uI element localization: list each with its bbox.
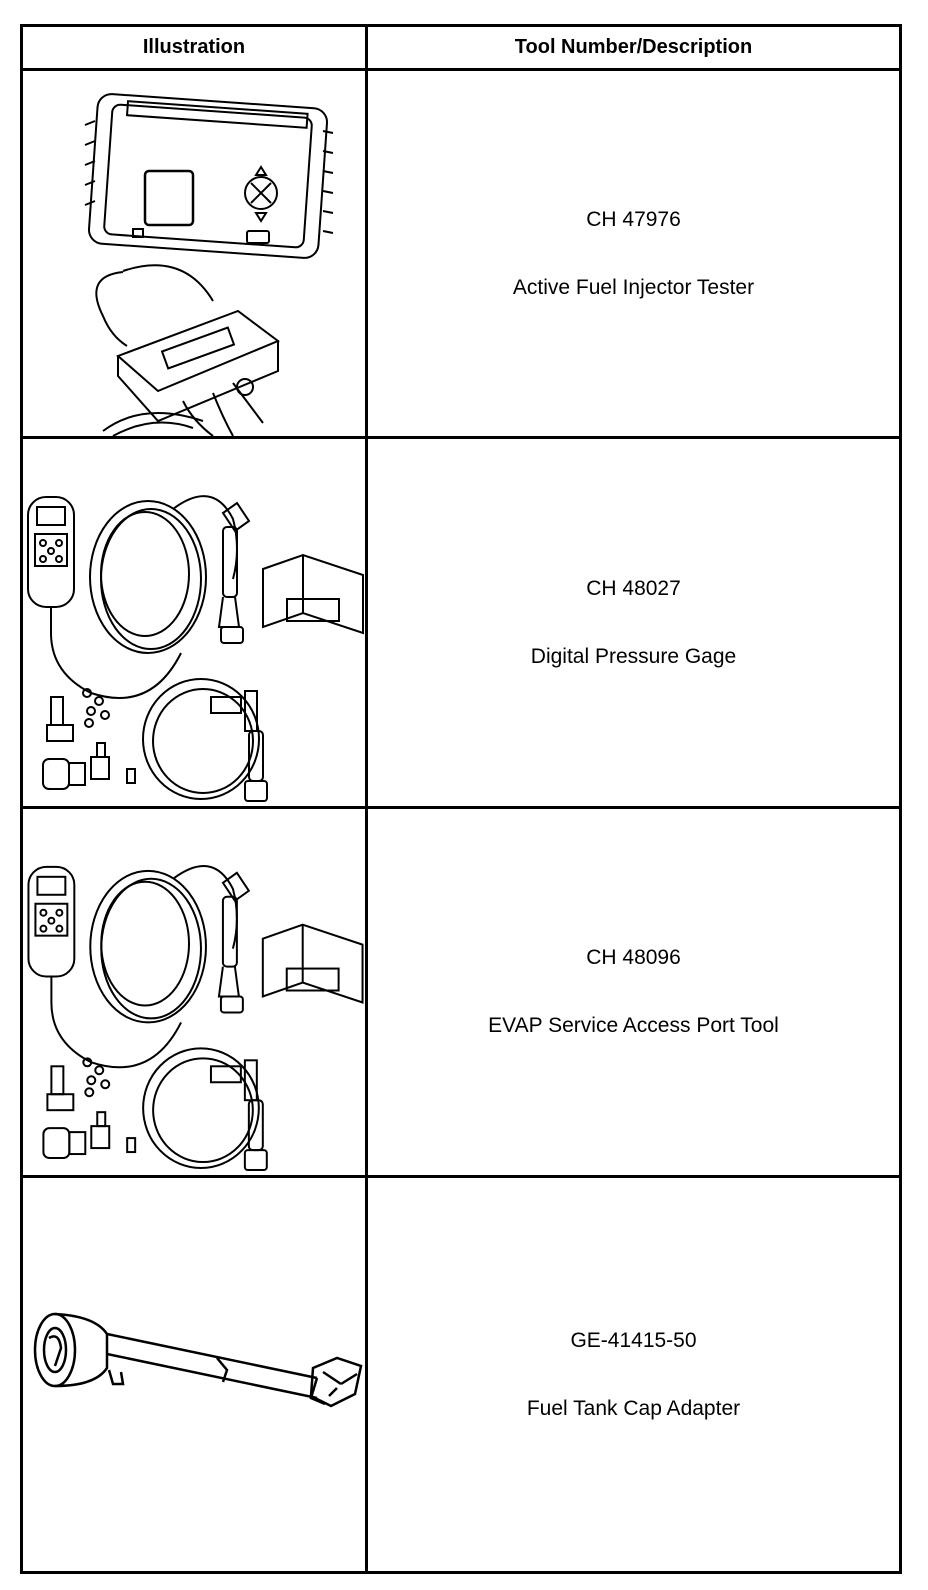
tool-table: Illustration Tool Number/Description (20, 24, 902, 1574)
row-divider (23, 436, 899, 439)
tool-row: CH 48027 Digital Pressure Gage (368, 439, 899, 806)
tool-row: CH 47976 Active Fuel Injector Tester (368, 71, 899, 436)
tool-description: Fuel Tank Cap Adapter (526, 1396, 741, 1420)
header-illustration: Illustration (142, 36, 246, 58)
row-divider (23, 806, 899, 809)
evap-service-port-tool-icon (23, 809, 365, 1175)
header-tool-number: Tool Number/Description (514, 36, 753, 58)
column-divider (365, 27, 368, 1571)
row-divider (23, 68, 899, 71)
tool-description: Digital Pressure Gage (530, 644, 737, 668)
tool-row: CH 48096 EVAP Service Access Port Tool (368, 809, 899, 1175)
tool-number: CH 48027 (586, 576, 681, 600)
tool-description: Active Fuel Injector Tester (512, 275, 755, 299)
row-divider (23, 1175, 899, 1178)
tool-description: EVAP Service Access Port Tool (488, 1014, 779, 1037)
tool-row: GE-41415-50 Fuel Tank Cap Adapter (368, 1178, 899, 1571)
tool-number: CH 48096 (586, 946, 681, 969)
fuel-injector-tester-icon (23, 71, 365, 436)
fuel-tank-cap-adapter-icon (23, 1178, 365, 1571)
tool-number: CH 47976 (586, 207, 681, 231)
tool-number: GE-41415-50 (570, 1328, 697, 1352)
digital-pressure-gage-icon (23, 439, 365, 806)
